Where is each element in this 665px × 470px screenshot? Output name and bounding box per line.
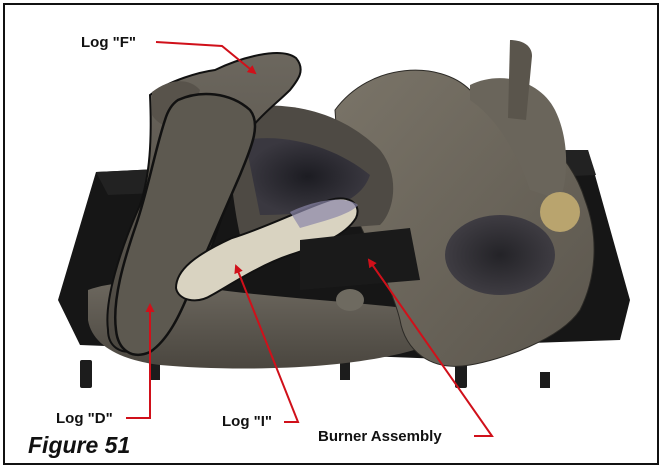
burner-assembly-callout: Burner Assembly	[318, 428, 442, 445]
log-f-callout: Log "F"	[81, 34, 136, 51]
figure-caption: Figure 51	[28, 432, 130, 459]
log-d-callout: Log "D"	[56, 410, 113, 427]
log-i-callout: Log "I"	[222, 413, 272, 430]
